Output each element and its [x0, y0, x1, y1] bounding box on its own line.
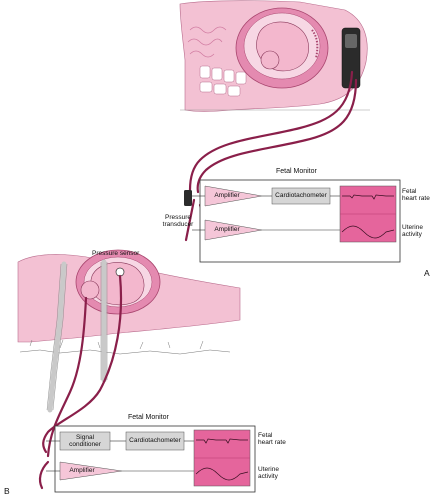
spine-a	[199, 65, 247, 97]
signal-conditioner-label: Signal conditioner	[69, 434, 101, 449]
amplifier-label-a-bottom: Amplifier	[214, 226, 240, 233]
uterine-activity-label-a: Uterine activity	[402, 224, 423, 239]
bed-texture-b	[19, 339, 231, 355]
fetal-monitor-b	[46, 425, 256, 493]
cables-b	[38, 274, 123, 490]
belt-transducer-face-a	[345, 34, 357, 48]
fetus-head-a	[260, 50, 280, 70]
uterine-activity-label-b: Uterine activity	[258, 466, 279, 481]
cardiotachometer-label-a: Cardiotachometer	[275, 192, 327, 199]
fetal-heart-rate-label-b: Fetal heart rate	[258, 432, 286, 447]
fetus-head-b	[80, 280, 100, 300]
panel-a-illustration	[179, 0, 370, 112]
uterine-trace-b	[195, 467, 249, 481]
intestines-a	[187, 26, 227, 58]
monitor-title-a: Fetal Monitor	[276, 168, 317, 175]
fetal-monitor-a	[190, 179, 401, 263]
fetal-heart-rate-label-a: Fetal heart rate	[402, 188, 430, 203]
pressure-transducer-connector	[184, 190, 192, 206]
strap-edges-b	[46, 262, 108, 411]
cardiotachometer-label-b: Cardiotachometer	[129, 437, 181, 444]
pressure-sensor-label: Pressure sensor	[92, 250, 140, 257]
amplifier-label-a-top: Amplifier	[214, 192, 240, 199]
panel-b-illustration	[17, 249, 241, 413]
fhr-trace-a	[342, 194, 394, 200]
pressure-sensor-device	[115, 267, 125, 277]
monitor-title-b: Fetal Monitor	[128, 414, 169, 421]
pressure-transducer-label: Pressure transducer	[162, 214, 194, 229]
straps-b	[47, 259, 107, 413]
amplifier-label-b: Amplifier	[69, 467, 95, 474]
uterine-trace-a	[341, 225, 395, 239]
fhr-trace-b	[196, 438, 248, 444]
placenta-a	[311, 29, 319, 59]
panel-letter-a: A	[424, 268, 430, 278]
panel-letter-b: B	[4, 486, 10, 496]
